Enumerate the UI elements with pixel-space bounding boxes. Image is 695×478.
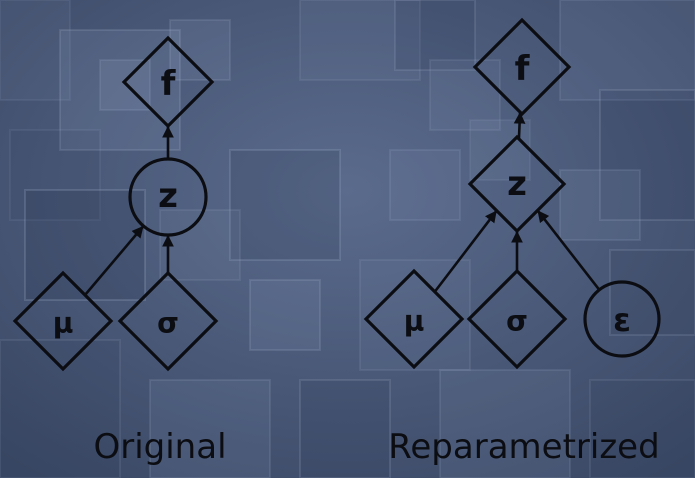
caption-original: Original (93, 427, 226, 467)
node-mu-label: μ (53, 307, 74, 340)
edge-mu-to-z (84, 225, 144, 296)
node-f-label: f (515, 49, 531, 89)
node-z-label: z (158, 176, 178, 216)
node-z: z (128, 157, 208, 237)
node-f: f (121, 35, 215, 129)
node-z-label: z (507, 164, 527, 204)
node-epsilon: ε (583, 280, 661, 358)
node-mu-label: μ (404, 305, 425, 338)
node-mu: μ (363, 268, 465, 370)
node-f-label: f (161, 64, 177, 104)
node-mu: μ (12, 270, 114, 372)
diagram-reparametrized: f z μ σ ε Reparametrized (363, 17, 661, 467)
caption-reparametrized: Reparametrized (388, 427, 659, 467)
node-z: z (467, 134, 567, 234)
node-sigma-label: σ (157, 307, 179, 340)
diagram-original: f z μ σ Original (12, 35, 227, 467)
node-f: f (472, 17, 572, 117)
node-sigma: σ (117, 270, 219, 372)
edge-mu-to-z (433, 210, 498, 293)
edge-z-to-f (513, 111, 526, 139)
node-epsilon-label: ε (613, 301, 631, 339)
node-sigma-label: σ (506, 305, 528, 338)
node-sigma: σ (466, 268, 568, 370)
edge-epsilon-to-z (537, 210, 601, 291)
